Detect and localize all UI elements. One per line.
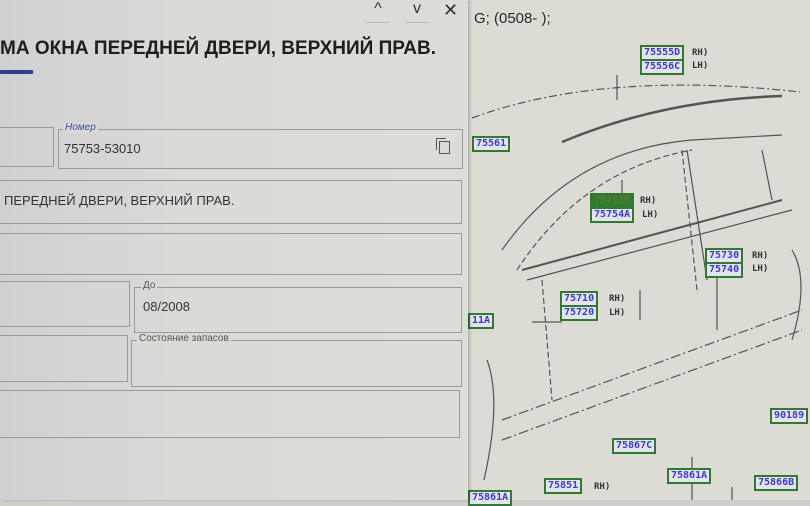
callout-suffix: LH) (609, 308, 626, 318)
callout-11A[interactable]: 11A (468, 313, 495, 329)
callout-75861A-lower[interactable]: 75861A (468, 490, 513, 506)
callout-75720[interactable]: 75720 (560, 305, 599, 321)
description-value: ПЕРЕДНЕЙ ДВЕРИ, ВЕРХНИЙ ПРАВ. (4, 193, 235, 208)
next-button[interactable]: v (405, 0, 429, 23)
to-label: До (141, 280, 158, 291)
callout-75740[interactable]: 75740 (705, 262, 744, 278)
part-number-value: 75753-53010 (64, 141, 141, 156)
callout-suffix: RH) (594, 482, 611, 492)
callout-75851[interactable]: 75851 (544, 478, 583, 494)
callout-suffix: RH) (640, 196, 657, 206)
callout-suffix: RH) (692, 48, 709, 58)
callout-suffix: LH) (752, 264, 769, 274)
part-number-label: Номер (63, 122, 98, 133)
callout-suffix: LH) (642, 210, 659, 220)
car-door-drawing (471, 75, 803, 500)
copy-icon[interactable] (436, 138, 450, 154)
description-field (0, 180, 462, 224)
empty-field-2 (0, 390, 460, 438)
callout-suffix: RH) (609, 294, 626, 304)
callout-75866B[interactable]: 75866B (754, 475, 799, 491)
part-title: МА ОКНА ПЕРЕДНЕЙ ДВЕРИ, ВЕРХНИЙ ПРАВ. (0, 38, 436, 59)
callout-suffix: LH) (692, 61, 709, 71)
field-left-1 (0, 127, 54, 167)
stock-status-label: Состояние запасов (137, 333, 231, 344)
part-details-panel: ^ v ✕ МА ОКНА ПЕРЕДНЕЙ ДВЕРИ, ВЕРХНИЙ ПР… (0, 0, 468, 500)
field-left-2 (0, 335, 128, 382)
callout-75561[interactable]: 75561 (472, 136, 511, 152)
previous-button[interactable]: ^ (366, 0, 390, 23)
diagram-header: G; (0508- ); (474, 10, 551, 27)
to-value: 08/2008 (143, 299, 190, 314)
active-tab-indicator (0, 70, 33, 74)
stock-status-field (131, 340, 462, 387)
close-button[interactable]: ✕ (443, 0, 459, 20)
callout-75556C[interactable]: 75556C (640, 59, 685, 75)
callout-75861A[interactable]: 75861A (667, 468, 712, 484)
callout-90189[interactable]: 90189 (770, 408, 809, 424)
empty-field (0, 233, 462, 275)
callout-75867C[interactable]: 75867C (612, 438, 657, 454)
part-number-field (58, 129, 463, 169)
parts-diagram: G; (0508- ); 75555D RH) 75556C LH) 75561… (462, 0, 810, 506)
to-field (134, 287, 462, 333)
callout-75754A[interactable]: 75754A (590, 207, 635, 223)
callout-suffix: RH) (752, 251, 769, 261)
from-field (0, 281, 130, 327)
